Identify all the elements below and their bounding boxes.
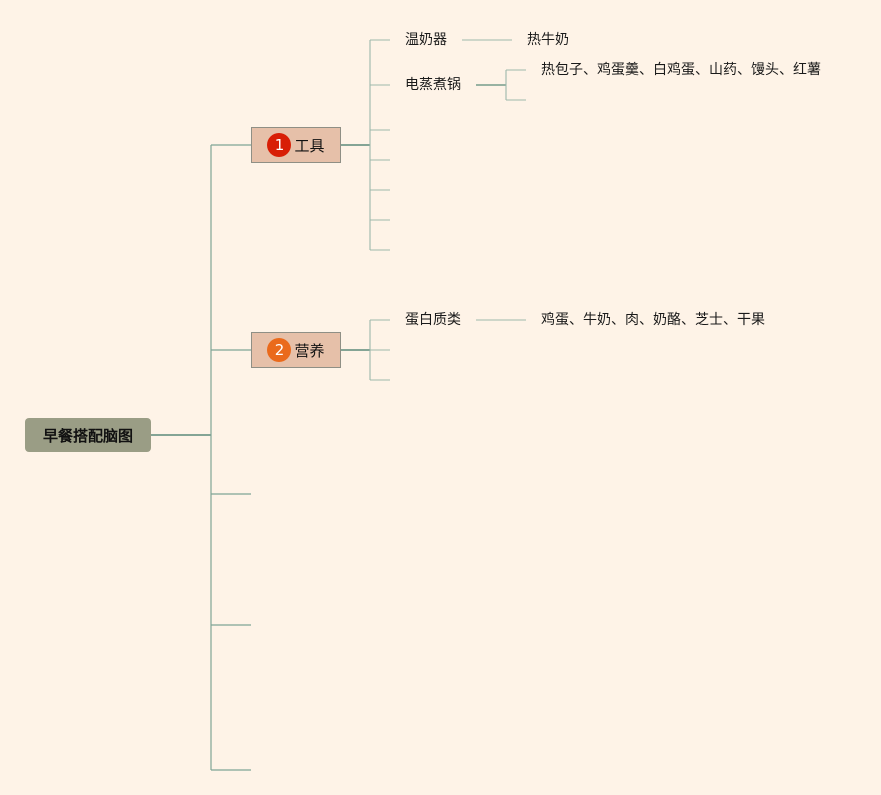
topic-steam-cooker-detail[interactable]: 热包子、鸡蛋羹、白鸡蛋、山药、馒头、红薯 — [541, 62, 821, 78]
topic-milk-warmer-detail[interactable]: 热牛奶 — [527, 32, 569, 48]
topic-milk-warmer[interactable]: 温奶器 — [405, 32, 447, 48]
root-node[interactable]: 早餐搭配脑图 — [25, 418, 151, 452]
branch-node-nutrition[interactable]: 2 营养 — [251, 332, 341, 368]
branch-node-nutrition-label: 营养 — [294, 341, 325, 360]
priority-2-number: 2 — [274, 340, 285, 359]
priority-1-icon: 1 — [267, 133, 292, 157]
topic-protein-detail[interactable]: 鸡蛋、牛奶、肉、奶酪、芝士、干果 — [541, 312, 765, 328]
topic-protein[interactable]: 蛋白质类 — [405, 312, 461, 328]
priority-1-number: 1 — [274, 135, 285, 154]
priority-2-icon: 2 — [267, 338, 292, 362]
branch-node-tools[interactable]: 1 工具 — [251, 127, 341, 163]
topic-steam-cooker[interactable]: 电蒸煮锅 — [405, 77, 461, 93]
root-node-label: 早餐搭配脑图 — [42, 426, 133, 445]
branch-node-tools-label: 工具 — [294, 136, 325, 155]
